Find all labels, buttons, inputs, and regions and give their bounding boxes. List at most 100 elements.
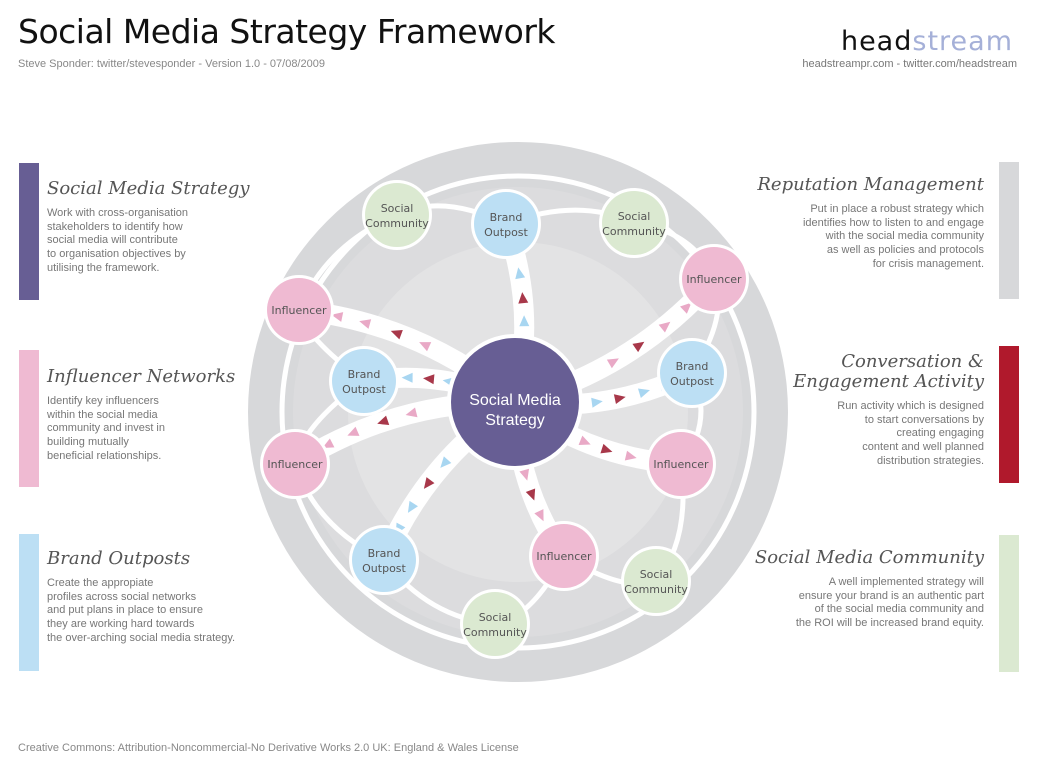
node-label: Influencer [653,458,709,471]
panel-heading: Reputation Management [757,174,984,195]
flow-arrow [632,341,645,353]
center-label-line2: Strategy [485,412,545,429]
flow-arrow [407,500,418,513]
flow-arrow [519,468,530,481]
flow-arrow [405,407,418,418]
headstream-logo: headstream [841,26,1013,57]
panel-heading: Social Media Community [754,547,984,568]
node-label-line1: Social [640,568,673,581]
node-circle [365,183,429,247]
flow-arrow [331,312,344,322]
node-label-line1: Social [381,202,414,215]
node-label-line1: Social [618,210,651,223]
node-label-line2: Community [463,626,527,639]
flow-arrow [423,374,435,385]
flow-arrow [606,358,619,369]
flow-arrow [680,302,692,314]
panel-heading: Influencer Networks [47,366,236,387]
flow-arrow [440,456,452,468]
logo-links: headstreampr.com - twitter.com/headstrea… [802,58,1017,70]
node-label: Influencer [271,304,327,317]
flow-arrow [401,372,413,383]
flow-arrow [347,426,360,436]
panel-text: Create the appropiate profiles across so… [47,577,236,644]
node-circle [474,192,538,256]
node-influencer[interactable]: Influencer [529,521,599,591]
node-label-line1: Brand [490,211,523,224]
color-bar-social-community [999,535,1019,672]
node-influencer[interactable]: Influencer [264,275,334,345]
flow-arrow [515,267,526,280]
node-label-line2: Outpost [342,383,386,396]
color-bar-reputation [999,162,1019,299]
flow-arrow [637,388,650,399]
node-label: Influencer [686,273,742,286]
node-circle [682,247,746,311]
flow-arrow [591,397,603,408]
node-label-line1: Brand [348,368,381,381]
page-title: Social Media Strategy Framework [18,12,556,51]
author-line: Steve Sponder: twitter/stevesponder - Ve… [18,58,325,70]
node-circle [463,592,527,656]
node-label-line1: Brand [368,547,401,560]
node-label-line2: Outpost [670,375,714,388]
node-influencer[interactable]: Influencer [260,429,330,499]
node-circle [332,349,396,413]
node-circle [660,341,724,405]
node-label: Influencer [536,550,592,563]
node-label-line2: Outpost [484,226,528,239]
panel-heading: Conversation & Engagement Activity [793,351,984,392]
flow-arrow [519,315,530,327]
flow-arrow [534,509,544,522]
flow-arrow [322,438,335,448]
node-circle [263,432,327,496]
node-label-line2: Community [624,583,688,596]
center-node[interactable]: Social Media Strategy [447,334,583,470]
node-circle [649,432,713,496]
logo-stream: stream [912,26,1013,57]
panel-text: Work with cross-organisation stakeholder… [47,207,189,274]
center-label-line1: Social Media [469,392,561,409]
node-influencer[interactable]: Influencer [679,244,749,314]
node-circle [352,528,416,592]
flow-arrow [624,450,637,461]
flow-arrow [518,292,529,304]
node-circle [624,549,688,613]
flow-arrow [419,342,432,352]
flow-arrow [578,435,591,445]
node-label-line2: Community [602,225,666,238]
color-bar-influencer [19,350,39,487]
panel-reputation-management: Reputation Management Put in place a rob… [744,174,984,272]
panel-brand-outposts: Brand Outposts Create the appropiate pro… [47,548,287,646]
node-influencer[interactable]: Influencer [646,429,716,499]
logo-head: head [840,26,913,57]
panel-text: Run activity which is designed to start … [837,400,984,467]
panel-conversation-engagement: Conversation & Engagement Activity Run a… [744,352,984,469]
panel-text: Identify key influencers within the soci… [47,395,165,462]
center-circle [451,338,579,466]
flow-arrow [525,488,536,501]
color-bar-strategy [19,163,39,300]
flow-arrow [613,394,626,405]
panel-social-media-community: Social Media Community A well implemente… [744,547,984,631]
panel-heading: Brand Outposts [47,548,191,569]
panel-influencer-networks: Influencer Networks Identify key influen… [47,366,287,464]
flow-arrow [359,319,372,329]
flow-arrow [600,443,613,454]
flow-arrow [658,321,671,333]
color-bar-brand-outpost [19,534,39,671]
node-label: Influencer [267,458,323,471]
panel-social-media-strategy: Social Media Strategy Work with cross-or… [47,178,287,276]
color-bar-conversation [999,346,1019,483]
node-label-line1: Brand [676,360,709,373]
flow-arrow [377,415,390,426]
